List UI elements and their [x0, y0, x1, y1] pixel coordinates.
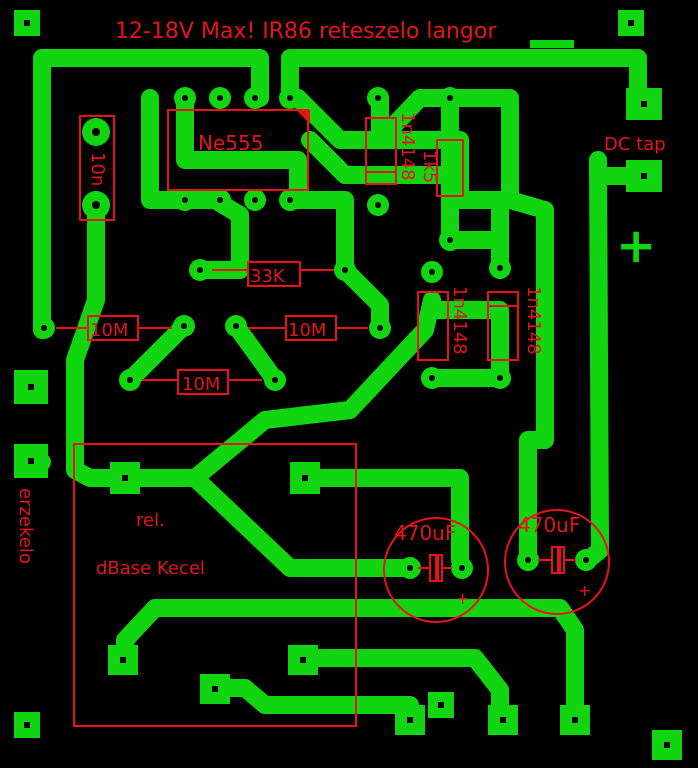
silkscreen [56, 109, 610, 727]
cap-470-b-plus: + [578, 581, 591, 600]
dc-tap-label: DC tap [604, 134, 666, 155]
resistor-10m-b-label: 10M [288, 320, 326, 341]
relay-label-2: dBase Kecel [96, 558, 205, 579]
copper-traces [21, 49, 649, 731]
ic-label: Ne555 [198, 131, 263, 155]
copper-pads [14, 10, 682, 760]
labels: 12-18V Max! IR86 reteszelo langor Ne555 … [15, 19, 666, 608]
plus-sign: + [616, 218, 656, 274]
cap-470-b-label: 470uF [518, 513, 580, 537]
cap-10n-label: 10n [87, 152, 108, 186]
cap-470-a-plus: + [456, 589, 469, 608]
diode-3-label: 1n4148 [523, 286, 544, 355]
resistor-1k5-label: 1k5 [419, 150, 440, 183]
diode-1-label: 1n4148 [397, 112, 418, 181]
diode-2-label: 1n4148 [449, 286, 470, 355]
resistor-10m-a-label: 10M [90, 320, 128, 341]
cap-470-a-label: 470uF [394, 521, 456, 545]
board-title: 12-18V Max! IR86 reteszelo langor [115, 19, 497, 44]
relay-label-1: rel. [136, 510, 165, 531]
resistor-10m-c-label: 10M [182, 374, 220, 395]
sensor-label: erzekelo [15, 488, 36, 564]
resistor-33k-label: 33K [250, 266, 286, 287]
